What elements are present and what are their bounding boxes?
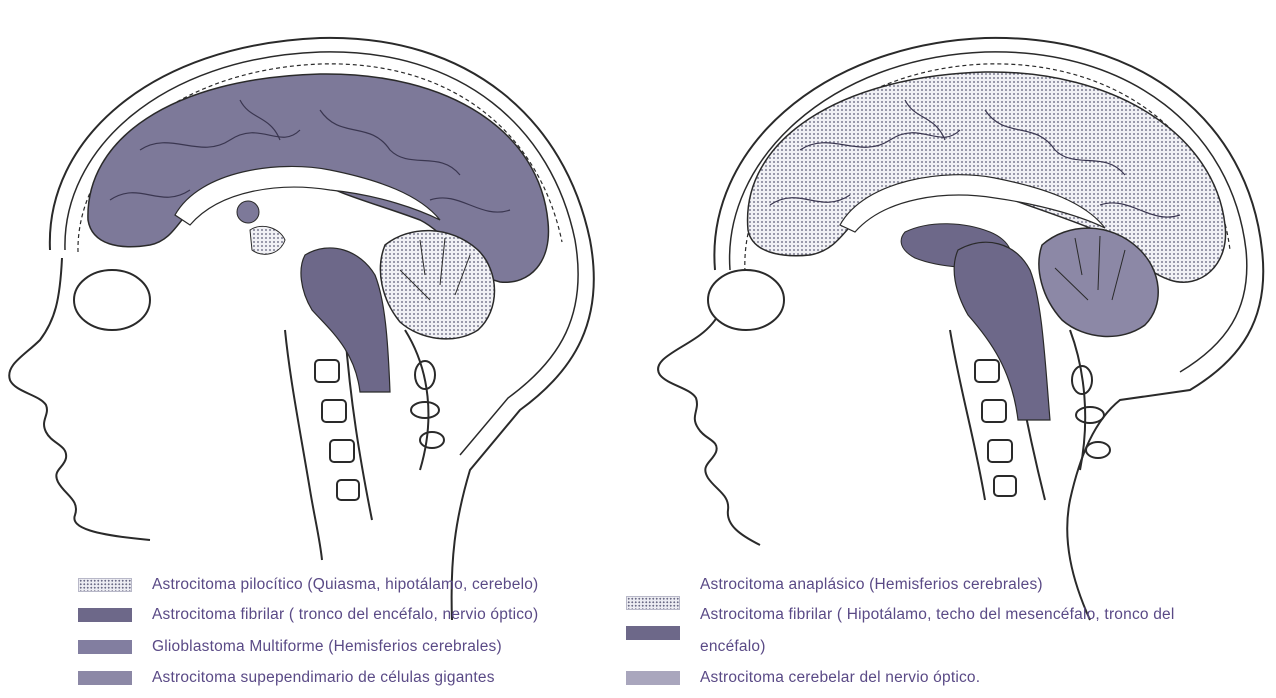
legend-item: Astrocitoma pilocítico (Quiasma, hipotál… bbox=[78, 576, 538, 594]
left-chiasm-tumor bbox=[250, 226, 285, 254]
legend-swatch bbox=[78, 578, 132, 592]
right-eye bbox=[708, 270, 784, 330]
legend-item: Astrocitoma supependimario de células gi… bbox=[78, 669, 495, 687]
legend-label: Astrocitoma supependimario de células gi… bbox=[152, 669, 495, 687]
left-vertebra-1 bbox=[315, 360, 339, 382]
legend-label: Glioblastoma Multiforme (Hemisferios cer… bbox=[152, 638, 502, 656]
legend-label: Astrocitoma pilocítico (Quiasma, hipotál… bbox=[152, 576, 538, 594]
legend-swatch bbox=[78, 608, 132, 622]
left-vertebra-4 bbox=[337, 480, 359, 500]
legend-item: Astrocitoma fibrilar ( Hipotálamo, techo… bbox=[626, 606, 1175, 624]
left-subependymal-tumor bbox=[237, 201, 259, 223]
right-vertebra-4 bbox=[994, 476, 1016, 496]
legend-label: Astrocitoma fibrilar ( Hipotálamo, techo… bbox=[700, 606, 1175, 624]
left-eye bbox=[74, 270, 150, 330]
legend-item: Astrocitoma fibrilar ( tronco del encéfa… bbox=[78, 606, 538, 624]
legend-swatch bbox=[78, 671, 132, 685]
legend-label: Astrocitoma cerebelar del nervio óptico. bbox=[700, 669, 980, 687]
legend-label: encéfalo) bbox=[700, 638, 766, 656]
legend-label: Astrocitoma fibrilar ( tronco del encéfa… bbox=[152, 606, 538, 624]
right-vertebra-1 bbox=[975, 360, 999, 382]
legend-item: Astrocitoma anaplásico (Hemisferios cere… bbox=[626, 576, 1043, 594]
right-vertebra-2 bbox=[982, 400, 1006, 422]
legend-swatch bbox=[626, 671, 680, 685]
legend-item: Astrocitoma cerebelar del nervio óptico. bbox=[626, 669, 980, 687]
legend-item: encéfalo) bbox=[626, 638, 766, 656]
right-vertebra-3 bbox=[988, 440, 1012, 462]
legend-label: Astrocitoma anaplásico (Hemisferios cere… bbox=[700, 576, 1043, 594]
legend-item: Glioblastoma Multiforme (Hemisferios cer… bbox=[78, 638, 502, 656]
right-brainstem-tumor bbox=[954, 242, 1050, 420]
left-vertebra-3 bbox=[330, 440, 354, 462]
left-vertebra-2 bbox=[322, 400, 346, 422]
legend-swatch bbox=[78, 640, 132, 654]
